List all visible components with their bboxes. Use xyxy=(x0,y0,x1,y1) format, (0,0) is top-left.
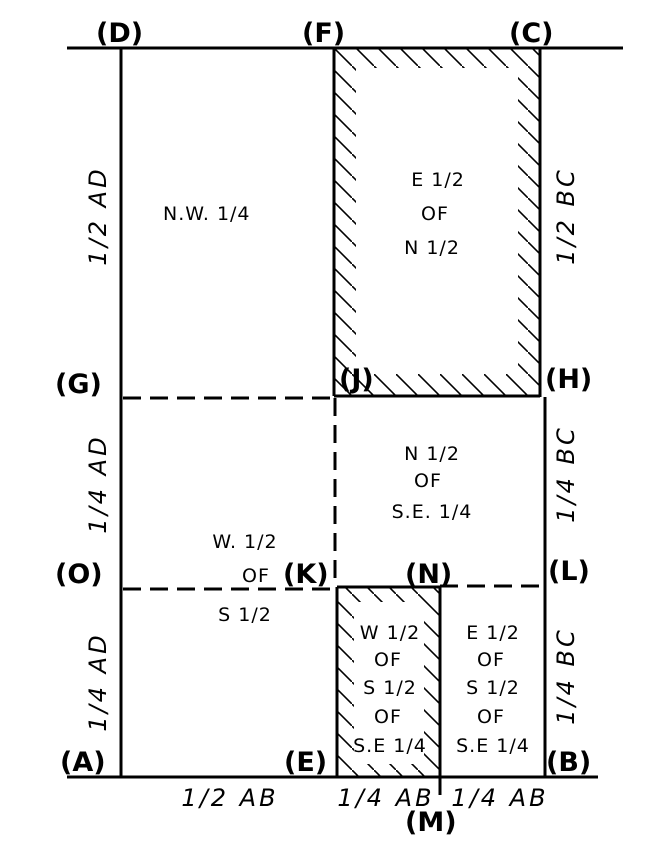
parcel-n-half-of-se-quarter: N 1/2 OF S.E. 1/4 xyxy=(392,443,473,523)
svg-text:S.E 1/4: S.E 1/4 xyxy=(353,735,427,757)
point-label-g: (G) xyxy=(55,369,102,400)
point-label-n: (N) xyxy=(405,559,452,590)
point-label-m: (M) xyxy=(405,807,457,838)
point-label-b: (B) xyxy=(546,747,591,778)
svg-text:W 1/2: W 1/2 xyxy=(360,622,420,644)
dimension-bottom-half: 1/2 AB xyxy=(181,784,278,812)
svg-text:E 1/2: E 1/2 xyxy=(466,622,520,644)
svg-text:OF: OF xyxy=(374,706,402,728)
svg-text:OF: OF xyxy=(414,470,442,492)
point-label-l: (L) xyxy=(548,556,590,587)
point-label-d: (D) xyxy=(96,18,143,49)
dimension-bottom-quarter-2: 1/4 AB xyxy=(451,784,548,812)
svg-text:S.E. 1/4: S.E. 1/4 xyxy=(392,501,473,523)
svg-text:OF: OF xyxy=(242,565,270,587)
parcel-w-half-of-s-half: W. 1/2 OF S 1/2 xyxy=(212,531,277,626)
svg-text:N 1/2: N 1/2 xyxy=(404,237,460,259)
dimension-right-upper: 1/2 BC xyxy=(552,167,580,264)
point-label-k: (K) xyxy=(283,559,329,590)
svg-text:OF: OF xyxy=(374,649,402,671)
point-label-o: (O) xyxy=(55,559,103,590)
hatch-w-half-of-s-half-of-se xyxy=(337,587,440,777)
hatch-e-half-of-n-half xyxy=(334,48,540,396)
dimension-left-middle: 1/4 AD xyxy=(84,434,112,533)
dimension-left-lower: 1/4 AD xyxy=(84,632,112,731)
svg-text:S.E 1/4: S.E 1/4 xyxy=(456,735,530,757)
parcel-e-half-of-s-half-of-se: E 1/2 OF S 1/2 OF S.E 1/4 xyxy=(456,622,530,757)
dimension-right-middle: 1/4 BC xyxy=(552,425,580,522)
point-label-j: (J) xyxy=(339,364,374,395)
svg-text:OF: OF xyxy=(477,706,505,728)
svg-text:N 1/2: N 1/2 xyxy=(404,443,460,465)
point-label-h: (H) xyxy=(545,364,592,395)
dimension-right-lower: 1/4 BC xyxy=(552,627,580,724)
parcel-w-half-of-s-half-of-se: W 1/2 OF S 1/2 OF S.E 1/4 xyxy=(353,622,427,757)
parcel-e-half-of-n-half: E 1/2 OF N 1/2 xyxy=(404,169,465,259)
dimension-left-upper: 1/2 AD xyxy=(84,166,112,265)
point-label-e: (E) xyxy=(284,747,327,778)
point-label-c: (C) xyxy=(509,18,554,49)
point-label-a: (A) xyxy=(60,747,106,778)
svg-text:OF: OF xyxy=(421,203,449,225)
svg-text:S 1/2: S 1/2 xyxy=(218,604,272,626)
point-label-f: (F) xyxy=(302,18,345,49)
svg-text:S 1/2: S 1/2 xyxy=(363,677,417,699)
svg-text:W. 1/2: W. 1/2 xyxy=(212,531,277,553)
parcel-nw-quarter: N.W. 1/4 xyxy=(163,203,251,225)
svg-text:S 1/2: S 1/2 xyxy=(466,677,520,699)
dimension-bottom-quarter-1: 1/4 AB xyxy=(337,784,434,812)
svg-text:OF: OF xyxy=(477,649,505,671)
svg-text:E 1/2: E 1/2 xyxy=(411,169,465,191)
